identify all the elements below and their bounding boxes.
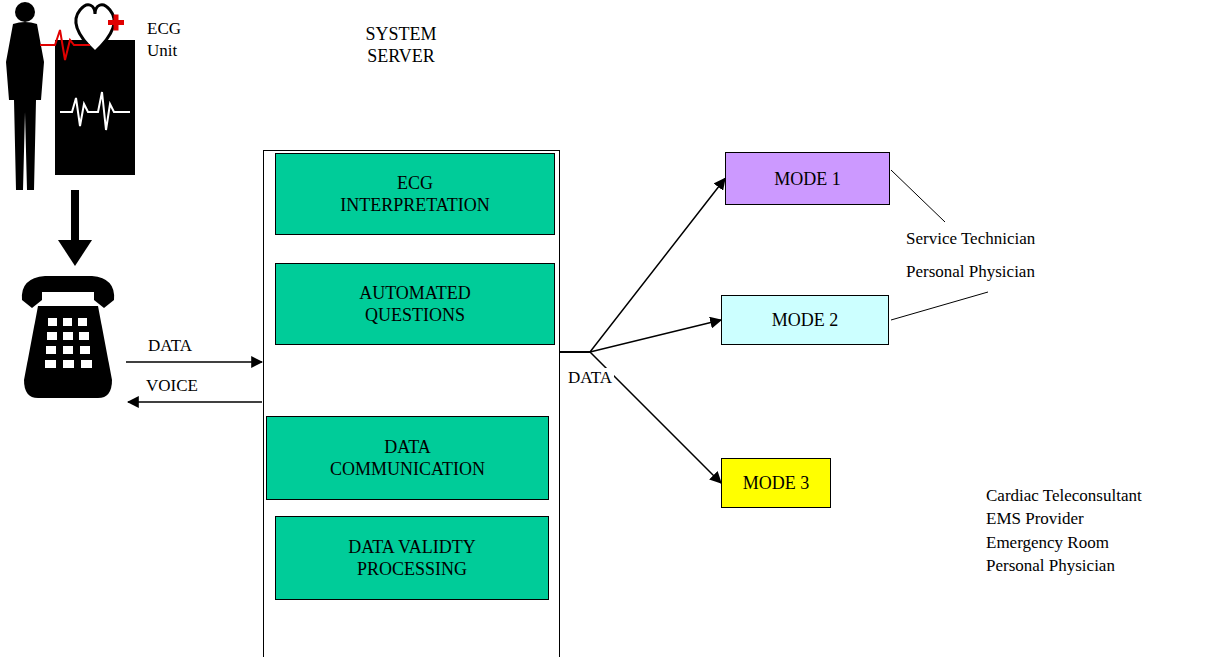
box-label: DATA COMMUNICATION [314, 436, 501, 480]
leader-line [891, 292, 988, 320]
mode-box: MODE 1 [725, 152, 890, 205]
mode-box: MODE 3 [721, 458, 831, 508]
box-label: DATA VALIDTY PROCESSING [319, 536, 506, 580]
box-label: MODE 1 [768, 168, 847, 190]
text-label: Personal Physician [986, 556, 1115, 576]
server-box: SYSTEM SERVERECG INTERPRETATIONAUTOMATED… [263, 150, 560, 657]
node-heading: SYSTEM SERVER [346, 23, 456, 67]
text-label: Emergency Room [986, 533, 1109, 553]
box-label: MODE 2 [766, 309, 845, 331]
person-silhouette [6, 2, 44, 190]
process-box: ECG INTERPRETATION [275, 153, 555, 235]
ecg-unit-drawing [40, 5, 135, 175]
process-box: DATA COMMUNICATION [266, 416, 549, 500]
ecg-unit: ECG Unit [55, 40, 135, 175]
process-box: AUTOMATED QUESTIONS [275, 263, 555, 345]
connector-arrow [560, 352, 721, 483]
process-box: DATA VALIDTY PROCESSING [275, 516, 549, 600]
box-label: MODE 3 [737, 472, 816, 494]
edge-label: DATA [566, 368, 614, 388]
voice-arrow [128, 401, 262, 403]
connector-arrow [560, 179, 725, 353]
mode-box: MODE 2 [721, 295, 889, 345]
box-label: ECG INTERPRETATION [322, 172, 509, 216]
node-heading: ECG Unit [147, 18, 201, 62]
text-label: Service Technician [906, 229, 1035, 249]
leader-line [891, 170, 945, 222]
data-arrow [126, 361, 262, 363]
down-arrow [58, 190, 92, 266]
text-label: Personal Physician [906, 262, 1035, 282]
text-label: DATA [148, 336, 192, 356]
text-label: VOICE [146, 376, 198, 396]
telephone-drawing [22, 276, 114, 398]
connector-arrow [560, 320, 721, 352]
box-label: AUTOMATED QUESTIONS [322, 282, 509, 326]
text-label: Cardiac Teleconsultant [986, 486, 1142, 506]
text-label: EMS Provider [986, 509, 1084, 529]
